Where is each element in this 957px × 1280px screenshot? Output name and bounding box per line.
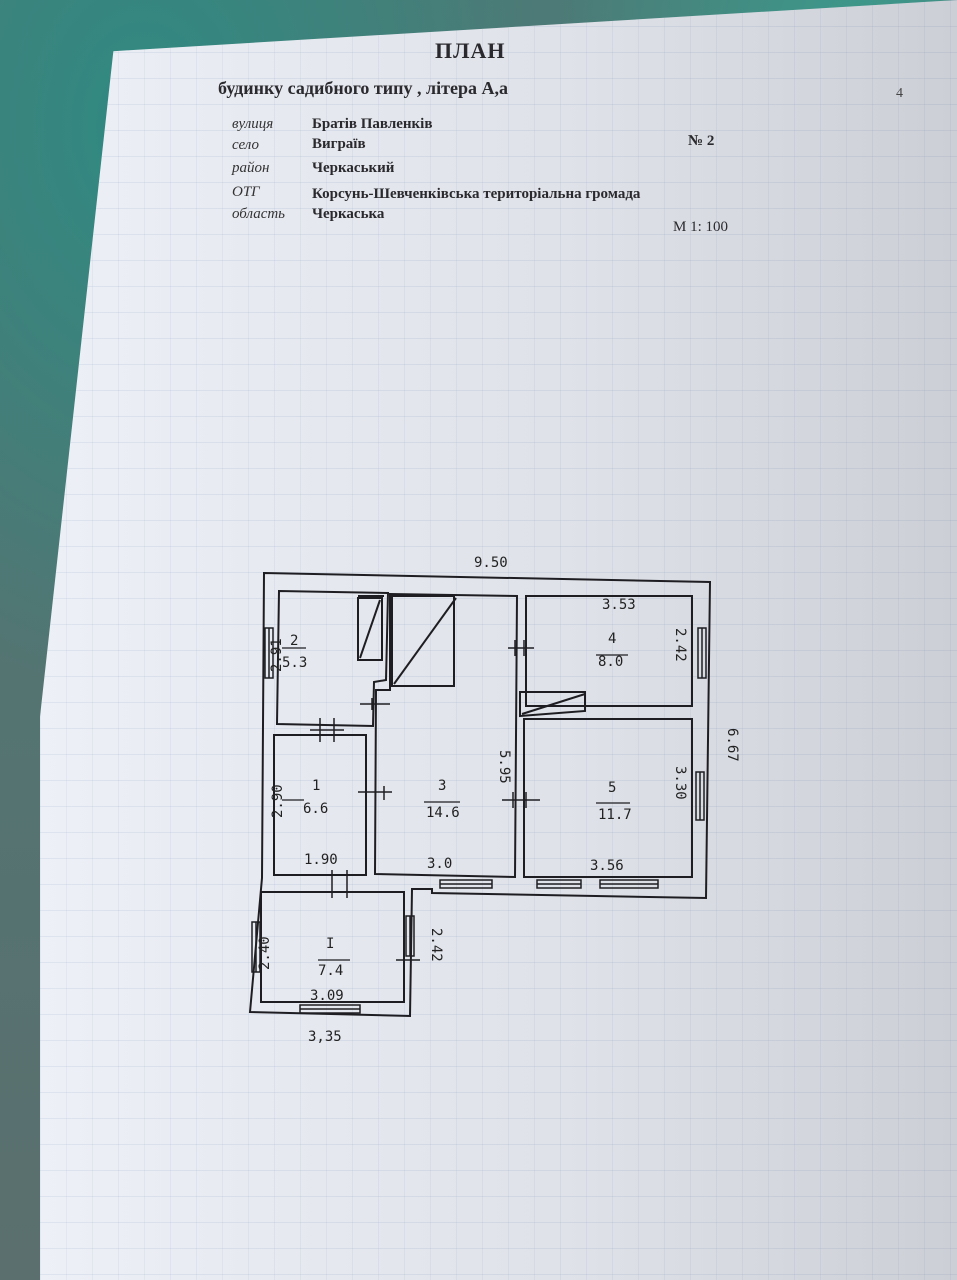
address-label-community: ОТГ (232, 184, 260, 200)
room-5-number: 5 (608, 780, 616, 796)
annex-area: 7.4 (318, 963, 343, 979)
page-subtitle: будинку садибного типу , літера А,а (218, 78, 508, 98)
entry-stair (519, 691, 586, 718)
dim-room-3-side: 5.95 (496, 750, 512, 784)
dim-room-5-side: 3.30 (672, 766, 688, 800)
entry-stair-diagonal (521, 693, 586, 715)
dim-annex-side: 2.40 (257, 936, 273, 970)
dim-annex-side-right: 2.42 (428, 928, 444, 962)
stair (391, 595, 455, 687)
dim-annex-width: 3,35 (308, 1029, 342, 1045)
inner-wall (275, 589, 390, 728)
page-title: ПЛАН (435, 38, 506, 63)
inner-wall-room-4 (525, 595, 693, 707)
room-2-area: 5.3 (282, 655, 307, 671)
dim-overall-depth: 6.67 (724, 728, 740, 762)
room-1-number: 1 (312, 778, 320, 794)
page-grid (40, 0, 957, 1280)
inner-wall-room-5 (523, 718, 693, 878)
dim-overall-width: 9.50 (474, 555, 508, 571)
inner-wall-room-3 (373, 592, 519, 879)
address-label-village: село (232, 137, 259, 153)
address-value-village: Виграїв (312, 136, 366, 152)
room-3-number: 3 (438, 778, 446, 794)
page-number: 4 (896, 86, 903, 101)
dim-room-1-side: 2.90 (270, 784, 286, 818)
room-1-area: 6.6 (303, 801, 328, 817)
document-number: № 2 (688, 133, 715, 149)
address-value-street: Братів Павленків (312, 116, 433, 132)
address-value-region: Черкаська (312, 206, 385, 222)
scale-label: М 1: 100 (673, 219, 729, 235)
outer-wall (248, 571, 712, 1018)
address-label-region: область (232, 206, 286, 222)
room-4-number: 4 (608, 631, 616, 647)
dim-room-4-top: 3.53 (602, 597, 636, 613)
address-label-district: район (232, 160, 270, 176)
dim-room-2-side: 2.91 (269, 638, 285, 672)
stair-diagonal (393, 597, 457, 685)
address-value-community: Корсунь-Шевченківська територіальна гром… (312, 186, 641, 202)
annex-number: I (326, 936, 334, 952)
dim-room-1-bottom: 1.90 (304, 852, 338, 868)
address-label-street: вулиця (232, 116, 274, 132)
document-page (40, 0, 957, 1280)
dim-room-4-side: 2.42 (672, 628, 688, 662)
dim-annex-bottom: 3.09 (310, 988, 344, 1004)
room-5-area: 11.7 (598, 807, 632, 823)
room-3-area: 14.6 (426, 805, 460, 821)
dim-room-3-bottom: 3.0 (427, 856, 452, 872)
address-value-district: Черкаський (312, 160, 395, 176)
room-4-area: 8.0 (598, 654, 623, 670)
page-shading (40, 0, 957, 1280)
dim-room-5-bottom: 3.56 (590, 858, 624, 874)
room-2-number: 2 (290, 633, 298, 649)
stove-diagonal (359, 599, 381, 659)
stove (357, 597, 383, 661)
